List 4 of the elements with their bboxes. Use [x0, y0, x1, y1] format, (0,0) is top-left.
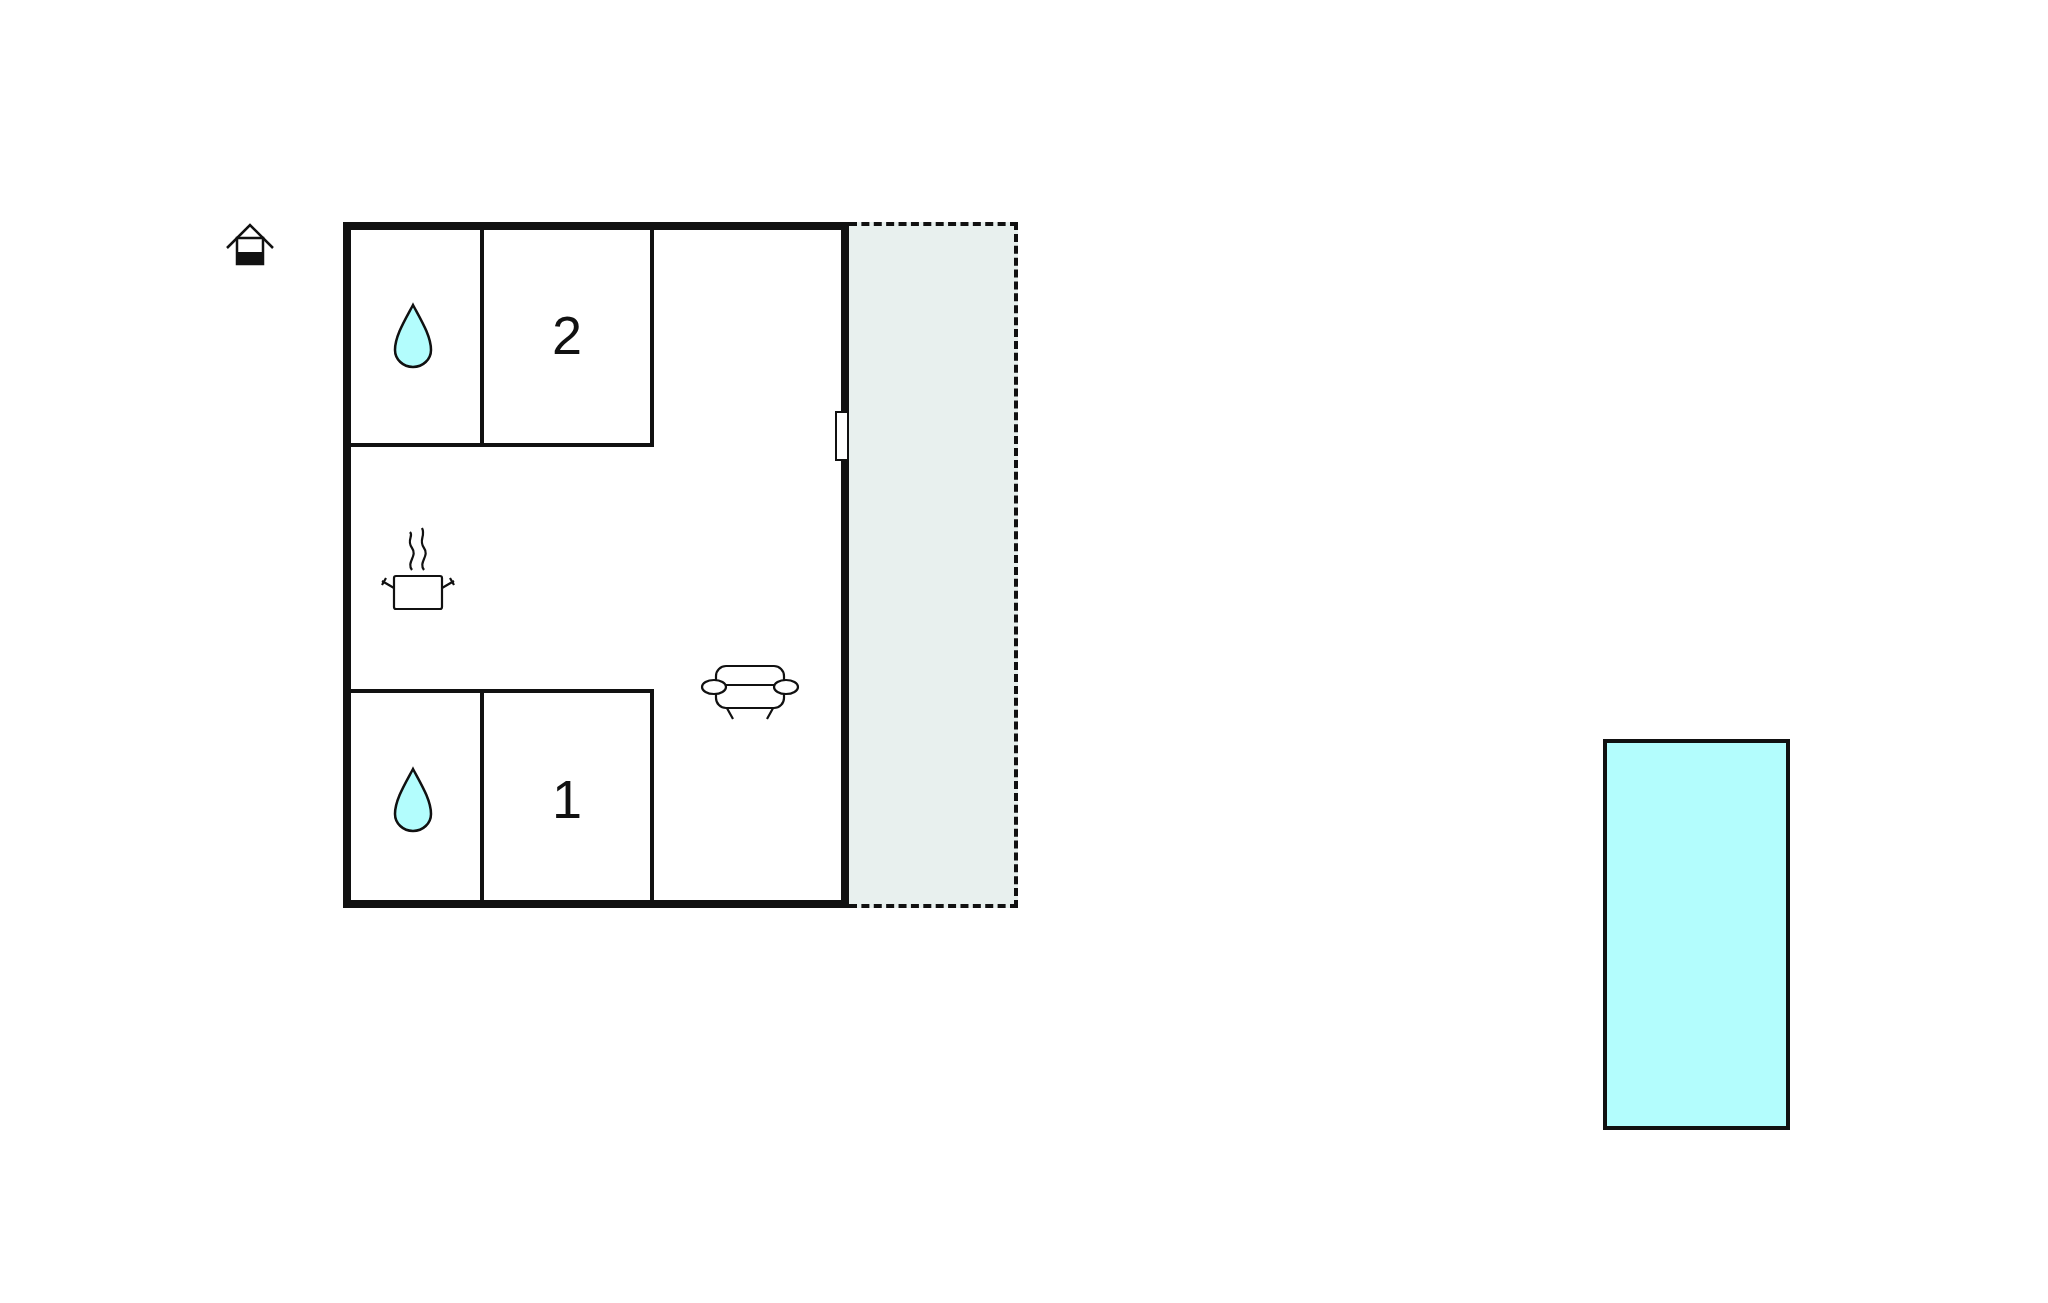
- room-number: 1: [551, 767, 582, 830]
- room-number: 2: [551, 303, 582, 366]
- pool-rectangle: [1603, 739, 1790, 1130]
- terrace-area: [849, 222, 1018, 908]
